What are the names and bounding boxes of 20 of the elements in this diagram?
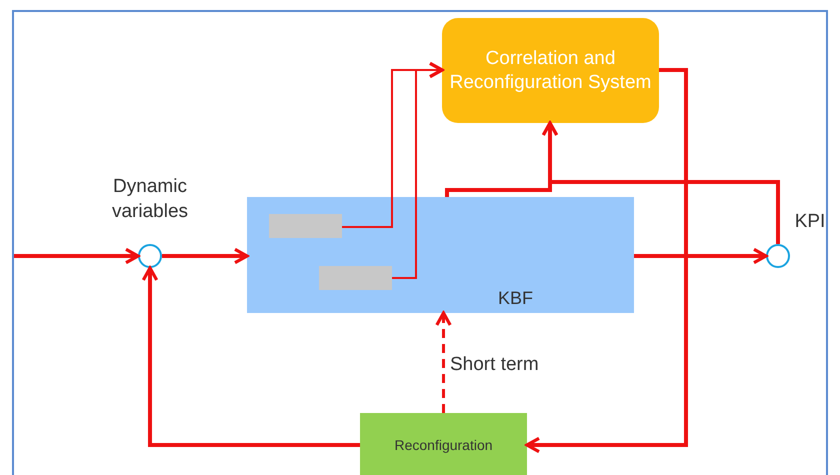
- node-caption: Dynamic variables: [110, 175, 190, 224]
- arrow: [392, 62, 444, 279]
- system-box: [442, 18, 659, 123]
- arrow: [162, 248, 249, 264]
- arrow: [142, 266, 360, 447]
- arrow: [525, 68, 688, 454]
- output-circle: [766, 244, 790, 268]
- arrow: [14, 248, 140, 264]
- node-caption: KPI: [794, 210, 826, 234]
- reconfiguration-box: [360, 413, 527, 475]
- arrow: [542, 121, 780, 244]
- node-label: Correlation and Reconfiguration System: [448, 46, 652, 94]
- process-block: [247, 197, 634, 313]
- node-label: Reconfiguration: [394, 437, 493, 454]
- junction-circle: [138, 244, 162, 268]
- dashed-arrow: [435, 311, 452, 413]
- node-label: KBF: [498, 286, 533, 309]
- component-bar: [319, 266, 392, 290]
- arrow: [634, 248, 768, 264]
- component-bar: [269, 214, 342, 238]
